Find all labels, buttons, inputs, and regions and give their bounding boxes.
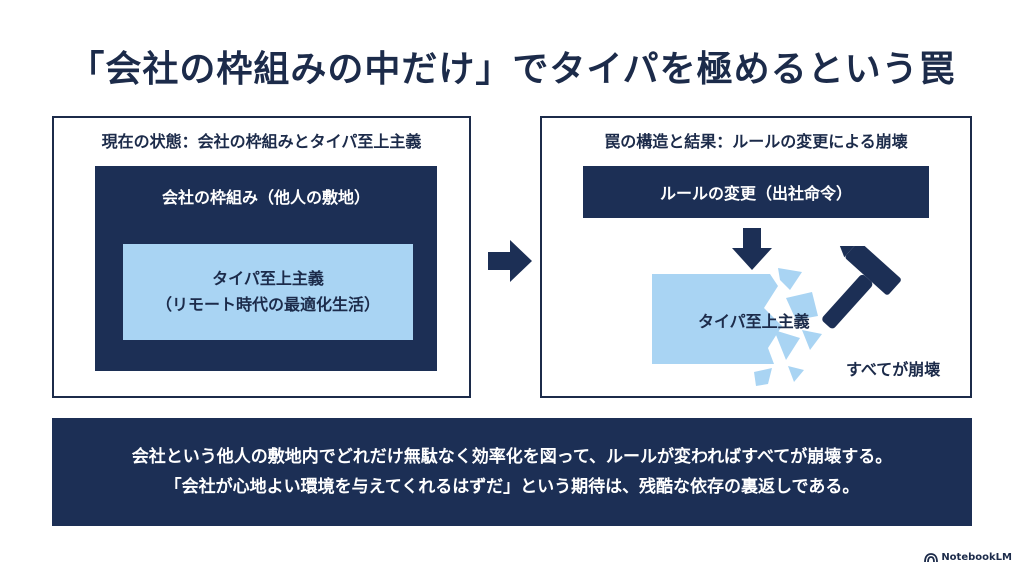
trap-structure-panel: 罠の構造と結果：ルールの変更による崩壊 ルールの変更（出社命令） タイパ至上主義… — [540, 116, 972, 398]
current-state-heading: 現在の状態：会社の枠組みとタイパ至上主義 — [101, 132, 422, 151]
company-framework-box: 会社の枠組み（他人の敷地） タイパ至上主義 （リモート時代の最適化生活） — [95, 166, 437, 371]
down-arrow-icon — [732, 228, 772, 270]
conclusion-line-2: 「会社が心地よい環境を与えてくれるはずだ」という期待は、残酷な依存の裏返しである… — [164, 477, 860, 497]
typa-supremacy-box: タイパ至上主義 （リモート時代の最適化生活） — [123, 244, 413, 340]
hammer-icon — [822, 246, 901, 329]
typa-supremacy-sublabel: （リモート時代の最適化生活） — [155, 295, 380, 314]
trap-structure-heading: 罠の構造と結果：ルールの変更による崩壊 — [604, 132, 908, 151]
rule-change-label: ルールの変更（出社命令） — [659, 184, 852, 203]
notebooklm-logo-icon — [924, 552, 939, 562]
page-title: 「会社の枠組みの中だけ」でタイパを極めるという罠 — [68, 49, 956, 90]
typa-supremacy-label: タイパ至上主義 — [212, 269, 324, 288]
conclusion-line-1: 会社という他人の敷地内でどれだけ無駄なく効率化を図って、ルールが変わればすべてが… — [131, 447, 893, 467]
broken-typa-label: タイパ至上主義 — [698, 312, 810, 331]
rule-change-box: ルールの変更（出社命令） — [583, 166, 929, 218]
company-framework-label: 会社の枠組み（他人の敷地） — [161, 188, 370, 207]
conclusion-bar: 会社という他人の敷地内でどれだけ無駄なく効率化を図って、ルールが変わればすべてが… — [52, 418, 972, 526]
notebooklm-brand: NotebookLM — [924, 552, 1012, 563]
broken-block-shards — [652, 268, 822, 386]
current-state-panel: 現在の状態：会社の枠組みとタイパ至上主義 会社の枠組み（他人の敷地） タイパ至上… — [52, 116, 471, 398]
right-arrow-icon — [488, 240, 532, 282]
broken-typa-block: タイパ至上主義 — [652, 268, 852, 388]
brand-label: NotebookLM — [941, 552, 1012, 563]
collapse-label: すべてが崩壊 — [846, 360, 941, 379]
